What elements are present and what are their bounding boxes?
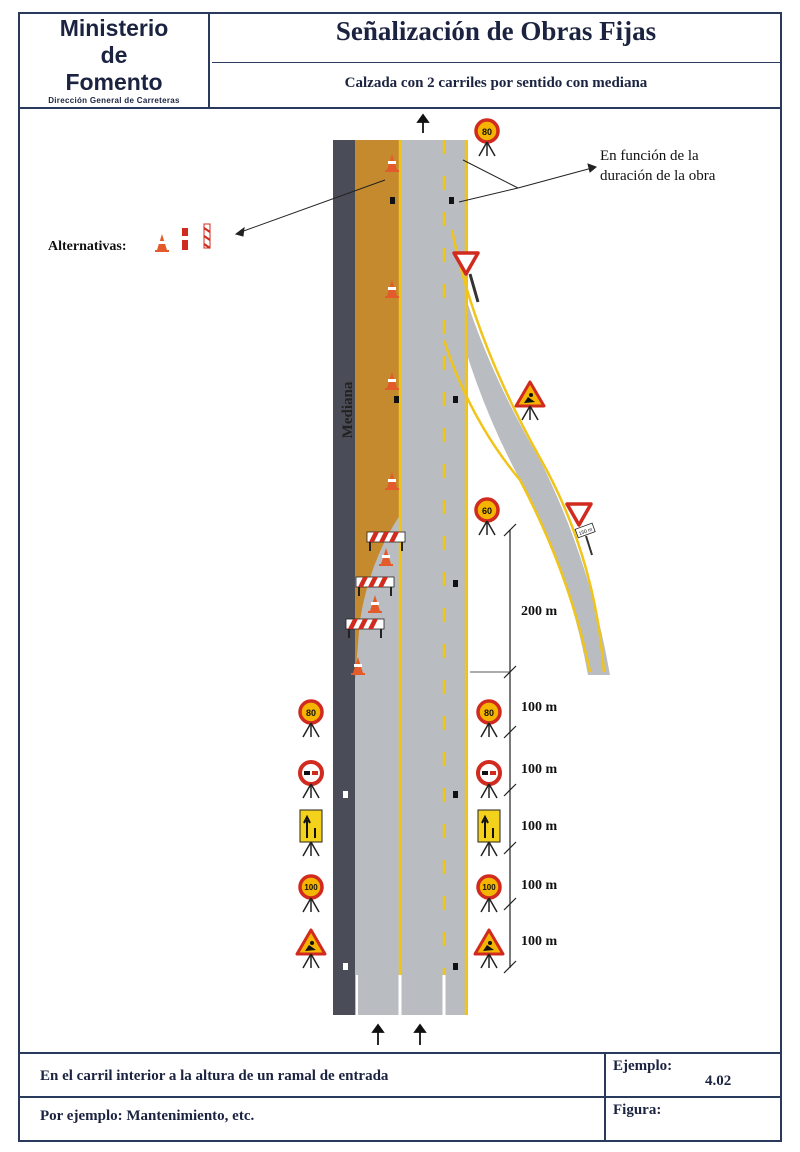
distance-label-200: 200 m (521, 604, 558, 619)
speed-sign-80-top: 80 (474, 118, 500, 157)
duration-note-line2: duración de la obra (600, 168, 716, 184)
alternatives-icons (155, 223, 211, 252)
page-title: Señalización de Obras Fijas (335, 16, 657, 46)
leader-lines (234, 159, 597, 237)
footer-description: En el carril interior a la altura de un … (40, 1068, 389, 1084)
median-label: Mediana (340, 381, 356, 438)
distance-label-100-c: 100 m (521, 819, 558, 834)
duration-note-line1: En función de la (600, 148, 699, 164)
org-line-2: de (100, 42, 128, 68)
ministry-logo: Ministerio de Fomento Dirección General … (20, 14, 210, 108)
speed-sign-100-right: 100 (476, 874, 502, 913)
small-distance-plate: 150 m (578, 527, 593, 537)
header-divider (212, 62, 780, 63)
speed-sign-80-top-label: 80 (482, 127, 492, 137)
footer-top-rule (20, 1052, 780, 1054)
page-subtitle: Calzada con 2 carriles por sentido con m… (344, 75, 648, 91)
footer-divider (604, 1052, 606, 1142)
example-value: 4.02 (705, 1073, 732, 1089)
org-subtitle: Dirección General de Carreteras (48, 96, 180, 105)
speed-sign-80-left-label: 80 (306, 708, 316, 718)
speed-sign-100-left: 100 (298, 874, 324, 913)
warning-lights (343, 197, 458, 970)
speed-sign-100-right-label: 100 (482, 883, 496, 892)
example-text: Por ejemplo: Mantenimiento, etc. (40, 1108, 255, 1124)
speed-sign-80-left: 80 (298, 699, 324, 738)
header-bottom-rule (20, 107, 780, 109)
distance-label-100-e: 100 m (521, 934, 558, 949)
speed-sign-80-right: 80 (476, 699, 502, 738)
yield-signs: 150 m (452, 251, 596, 556)
speed-sign-100-left-label: 100 (304, 883, 318, 892)
alternatives-label: Alternativas: (48, 239, 127, 254)
distance-label-100-d: 100 m (521, 878, 558, 893)
distance-labels: 200 m 100 m 100 m 100 m 100 m 100 m (521, 604, 558, 949)
page-frame (18, 12, 782, 1142)
speed-sign-60: 60 (474, 497, 500, 536)
example-label: Ejemplo: (613, 1058, 673, 1074)
org-line-3: Fomento (65, 69, 163, 95)
org-line-1: Ministerio (59, 15, 169, 41)
distance-label-100-a: 100 m (521, 700, 558, 715)
footer-mid-rule (20, 1096, 780, 1098)
figure-label: Figura: (613, 1102, 662, 1118)
direction-arrows (371, 113, 430, 1045)
speed-sign-60-label: 60 (482, 506, 492, 516)
main-road (333, 140, 610, 1015)
dimension-lines (470, 523, 517, 974)
distance-label-100-b: 100 m (521, 762, 558, 777)
speed-sign-80-right-label: 80 (484, 708, 494, 718)
